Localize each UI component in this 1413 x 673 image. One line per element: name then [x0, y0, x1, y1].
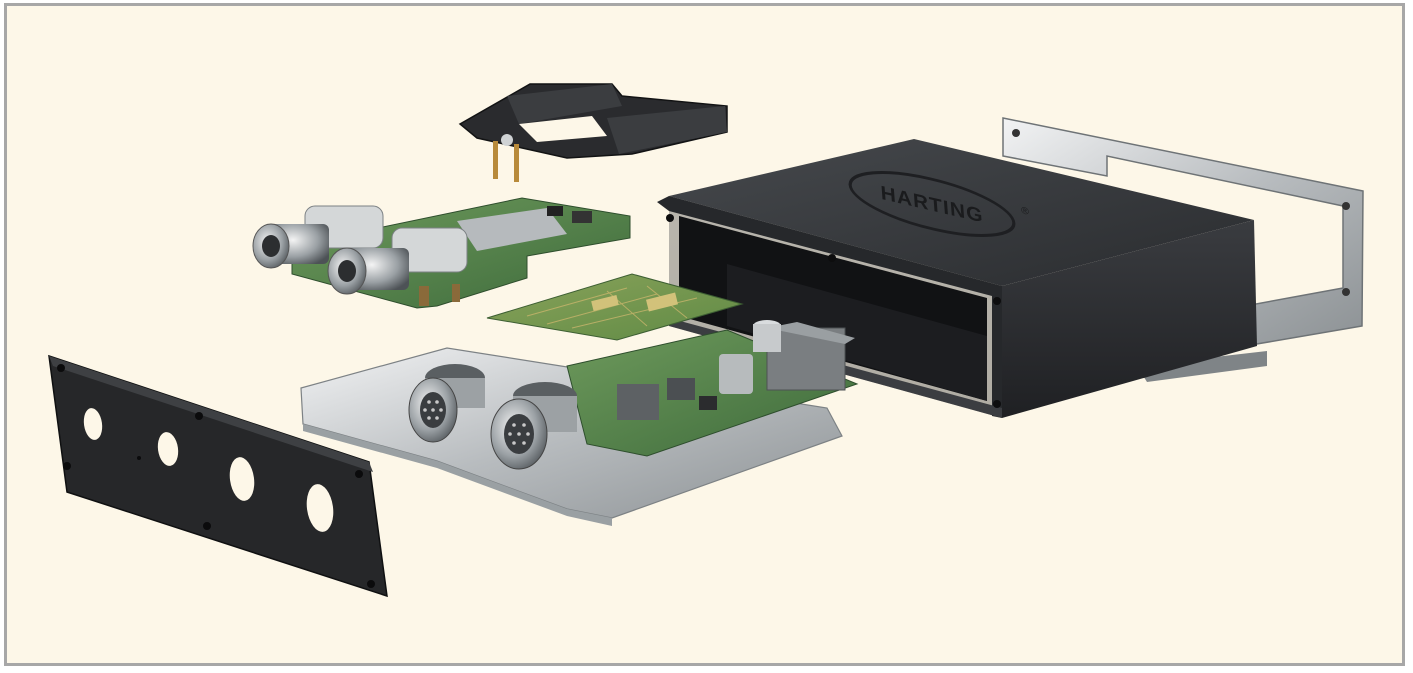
- sma-connector-2: [327, 227, 468, 295]
- image-frame: HARTING ®: [4, 3, 1405, 666]
- gold-circuit-board: [486, 273, 744, 341]
- mounting-bracket: [1002, 117, 1364, 382]
- registered-mark: ®: [1021, 206, 1030, 218]
- exploded-view-render: HARTING ®: [48, 83, 1364, 598]
- m12-connector-1: [408, 364, 485, 443]
- sma-connector-1: [252, 205, 384, 269]
- shield-frame: [458, 83, 728, 182]
- main-board: [566, 320, 859, 457]
- front-panel-plate: [48, 354, 388, 598]
- m12-connector-2: [490, 382, 577, 470]
